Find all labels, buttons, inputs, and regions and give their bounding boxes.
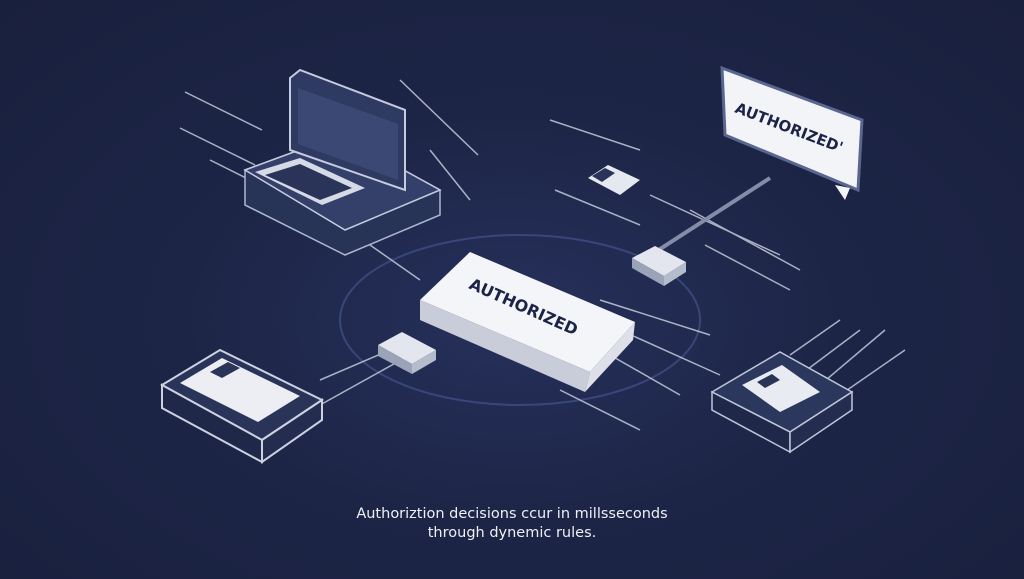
- caption-line-2: through dynemic rules.: [427, 525, 597, 541]
- center-authorized-card[interactable]: AUTHORIZED: [420, 252, 635, 392]
- card-reader-chip: [588, 165, 640, 195]
- connector-node: [632, 246, 686, 286]
- left-card-reader: [159, 348, 325, 464]
- authorized-sign: AUTHORIZED': [720, 65, 864, 200]
- orbit-ring: [339, 234, 701, 406]
- caption-line-1: Authoriztion decisions ccur in millsseco…: [356, 506, 668, 522]
- payment-terminal: [243, 68, 442, 256]
- speed-lines: [179, 79, 906, 431]
- connector-node: [378, 332, 436, 374]
- right-card-reader: [710, 351, 854, 454]
